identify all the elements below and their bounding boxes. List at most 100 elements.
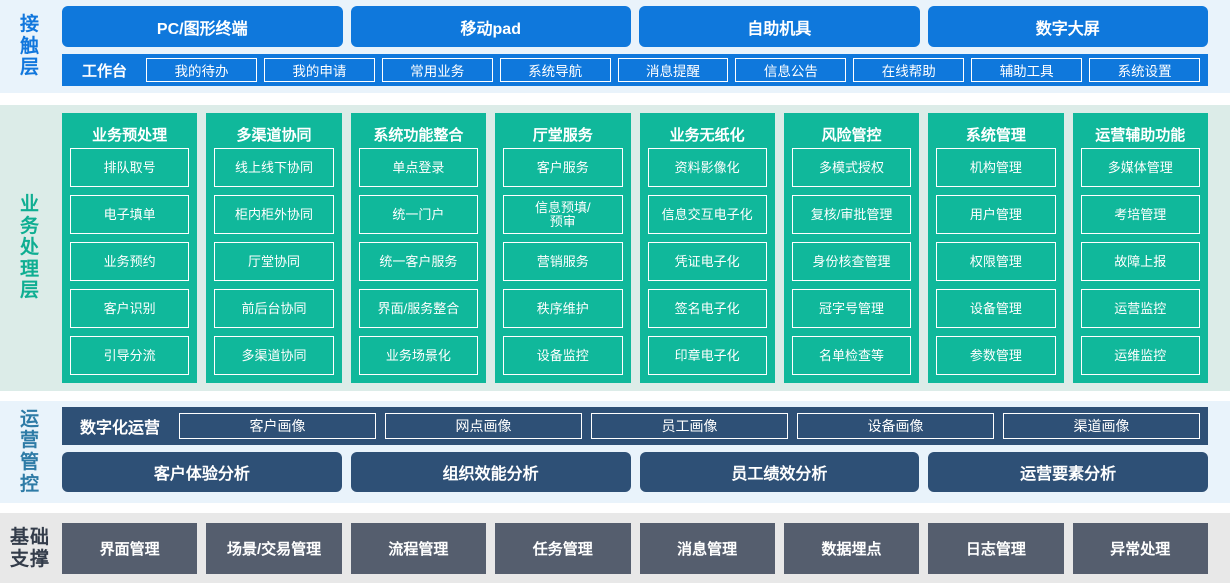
- column-item[interactable]: 引导分流: [70, 336, 190, 375]
- column-item[interactable]: 运维监控: [1080, 336, 1200, 375]
- portrait-branch[interactable]: 网点画像: [385, 413, 583, 439]
- column-item[interactable]: 故障上报: [1080, 242, 1200, 281]
- nav-item-system-navigation[interactable]: 系统导航: [499, 58, 611, 82]
- base-support-layer-body: 界面管理 场景/交易管理 流程管理 任务管理 消息管理 数据埋点 日志管理 异常…: [60, 513, 1230, 583]
- portrait-channel[interactable]: 渠道画像: [1003, 413, 1201, 439]
- contact-layer-band: 接触层 PC/图形终端 移动pad 自助机具 数字大屏 工作台 我的待办 我的申…: [0, 0, 1230, 93]
- base-support-layer-band: 基础支撑 界面管理 场景/交易管理 流程管理 任务管理 消息管理 数据埋点 日志…: [0, 513, 1230, 583]
- column-title: 业务无纸化: [669, 126, 745, 144]
- base-support-layer-label: 基础支撑: [0, 513, 60, 583]
- column-item[interactable]: 前后台协同: [214, 289, 334, 328]
- column-item[interactable]: 信息预填/ 预审: [503, 195, 623, 234]
- nav-item-system-settings[interactable]: 系统设置: [1089, 58, 1201, 82]
- column-item[interactable]: 营销服务: [503, 242, 623, 281]
- column-item[interactable]: 运营监控: [1080, 289, 1200, 328]
- business-column-system-integration: 系统功能整合 单点登录 统一门户 统一客户服务 界面/服务整合 业务场景化: [350, 113, 487, 383]
- digital-operations-label: 数字化运营: [80, 420, 161, 437]
- column-item[interactable]: 考培管理: [1080, 195, 1200, 234]
- column-items: 单点登录 统一门户 统一客户服务 界面/服务整合 业务场景化: [358, 148, 479, 375]
- base-tile-process-management[interactable]: 流程管理: [350, 523, 487, 574]
- operations-layer-body: 数字化运营 客户画像 网点画像 员工画像 设备画像 渠道画像 客户体验分析 组织…: [60, 401, 1230, 503]
- portrait-device[interactable]: 设备画像: [797, 413, 995, 439]
- base-tile-data-tracking[interactable]: 数据埋点: [783, 523, 920, 574]
- column-title: 系统功能整合: [373, 126, 464, 144]
- base-tile-exception-handling[interactable]: 异常处理: [1072, 523, 1208, 574]
- column-item[interactable]: 秩序维护: [503, 289, 623, 328]
- portrait-employee[interactable]: 员工画像: [591, 413, 789, 439]
- column-item[interactable]: 设备管理: [936, 289, 1056, 328]
- column-items: 机构管理 用户管理 权限管理 设备管理 参数管理: [936, 148, 1056, 375]
- business-layer-band: 业务处理层 业务预处理 排队取号 电子填单 业务预约 客户识别 引导分流 多渠道…: [0, 105, 1230, 391]
- channel-tile-pc[interactable]: PC/图形终端: [62, 6, 343, 47]
- column-title: 业务预处理: [92, 126, 168, 144]
- column-item[interactable]: 多渠道协同: [214, 336, 334, 375]
- column-item[interactable]: 凭证电子化: [647, 242, 767, 281]
- contact-layer-body: PC/图形终端 移动pad 自助机具 数字大屏 工作台 我的待办 我的申请 常用…: [60, 0, 1230, 93]
- column-item[interactable]: 印章电子化: [647, 336, 767, 375]
- digital-operations-row: 数字化运营 客户画像 网点画像 员工画像 设备画像 渠道画像: [62, 407, 1208, 445]
- column-title: 运营辅助功能: [1095, 126, 1186, 144]
- nav-item-announcement[interactable]: 信息公告: [735, 58, 847, 82]
- column-item[interactable]: 签名电子化: [647, 289, 767, 328]
- base-tile-task-management[interactable]: 任务管理: [495, 523, 631, 574]
- column-item[interactable]: 统一客户服务: [358, 242, 479, 281]
- workbench-nav-row: 工作台 我的待办 我的申请 常用业务 系统导航 消息提醒 信息公告 在线帮助 辅…: [62, 54, 1208, 86]
- analytics-customer-experience[interactable]: 客户体验分析: [62, 452, 342, 492]
- column-item[interactable]: 客户服务: [503, 148, 623, 187]
- column-item[interactable]: 柜内柜外协同: [214, 195, 334, 234]
- nav-item-common-business[interactable]: 常用业务: [381, 58, 493, 82]
- column-items: 多媒体管理 考培管理 故障上报 运营监控 运维监控: [1080, 148, 1200, 375]
- column-item[interactable]: 复核/审批管理: [791, 195, 912, 234]
- analytics-row: 客户体验分析 组织效能分析 员工绩效分析 运营要素分析: [62, 452, 1208, 492]
- business-layer-label-text: 业务处理层: [19, 193, 40, 302]
- column-item[interactable]: 电子填单: [70, 195, 190, 234]
- column-item[interactable]: 排队取号: [70, 148, 190, 187]
- base-tile-scenario-transaction-management[interactable]: 场景/交易管理: [206, 523, 342, 574]
- nav-item-message-alert[interactable]: 消息提醒: [617, 58, 729, 82]
- nav-item-my-todo[interactable]: 我的待办: [146, 58, 257, 82]
- column-item[interactable]: 身份核查管理: [791, 242, 912, 281]
- column-items: 排队取号 电子填单 业务预约 客户识别 引导分流: [70, 148, 190, 375]
- channel-tile-mobile-pad[interactable]: 移动pad: [350, 6, 631, 47]
- column-item[interactable]: 多模式授权: [791, 148, 912, 187]
- column-title: 系统管理: [965, 126, 1026, 144]
- portrait-customer[interactable]: 客户画像: [179, 413, 377, 439]
- base-tile-message-management[interactable]: 消息管理: [639, 523, 775, 574]
- column-item[interactable]: 设备监控: [503, 336, 623, 375]
- column-item[interactable]: 界面/服务整合: [358, 289, 479, 328]
- column-item[interactable]: 资料影像化: [647, 148, 767, 187]
- column-item[interactable]: 客户识别: [70, 289, 190, 328]
- column-item[interactable]: 统一门户: [358, 195, 479, 234]
- column-item[interactable]: 线上线下协同: [214, 148, 334, 187]
- channel-tile-self-service[interactable]: 自助机具: [639, 6, 920, 47]
- column-item[interactable]: 厅堂协同: [214, 242, 334, 281]
- column-item[interactable]: 权限管理: [936, 242, 1056, 281]
- column-item[interactable]: 冠字号管理: [791, 289, 912, 328]
- contact-layer-label: 接触层: [0, 0, 60, 93]
- column-title: 厅堂服务: [532, 126, 593, 144]
- nav-item-aux-tools[interactable]: 辅助工具: [971, 58, 1083, 82]
- column-item[interactable]: 业务预约: [70, 242, 190, 281]
- analytics-organization-efficiency[interactable]: 组织效能分析: [350, 452, 631, 492]
- operations-layer-label-text: 运营管控: [19, 408, 40, 495]
- analytics-operation-factors[interactable]: 运营要素分析: [928, 452, 1208, 492]
- base-tile-ui-management[interactable]: 界面管理: [62, 523, 198, 574]
- business-column-multichannel: 多渠道协同 线上线下协同 柜内柜外协同 厅堂协同 前后台协同 多渠道协同: [206, 113, 342, 383]
- column-item[interactable]: 信息交互电子化: [647, 195, 767, 234]
- nav-item-online-help[interactable]: 在线帮助: [853, 58, 965, 82]
- business-column-pre-processing: 业务预处理 排队取号 电子填单 业务预约 客户识别 引导分流: [62, 113, 198, 383]
- column-item[interactable]: 机构管理: [936, 148, 1056, 187]
- column-item[interactable]: 参数管理: [936, 336, 1056, 375]
- contact-layer-label-text: 接触层: [19, 14, 40, 79]
- base-tile-log-management[interactable]: 日志管理: [928, 523, 1064, 574]
- column-item[interactable]: 业务场景化: [358, 336, 479, 375]
- analytics-employee-performance[interactable]: 员工绩效分析: [639, 452, 920, 492]
- column-item[interactable]: 多媒体管理: [1080, 148, 1200, 187]
- nav-item-my-application[interactable]: 我的申请: [263, 58, 375, 82]
- column-item[interactable]: 名单检查等: [791, 336, 912, 375]
- column-item[interactable]: 单点登录: [358, 148, 479, 187]
- business-column-paperless: 业务无纸化 资料影像化 信息交互电子化 凭证电子化 签名电子化 印章电子化: [639, 113, 775, 383]
- column-item[interactable]: 用户管理: [936, 195, 1056, 234]
- channel-tile-digital-screen[interactable]: 数字大屏: [927, 6, 1208, 47]
